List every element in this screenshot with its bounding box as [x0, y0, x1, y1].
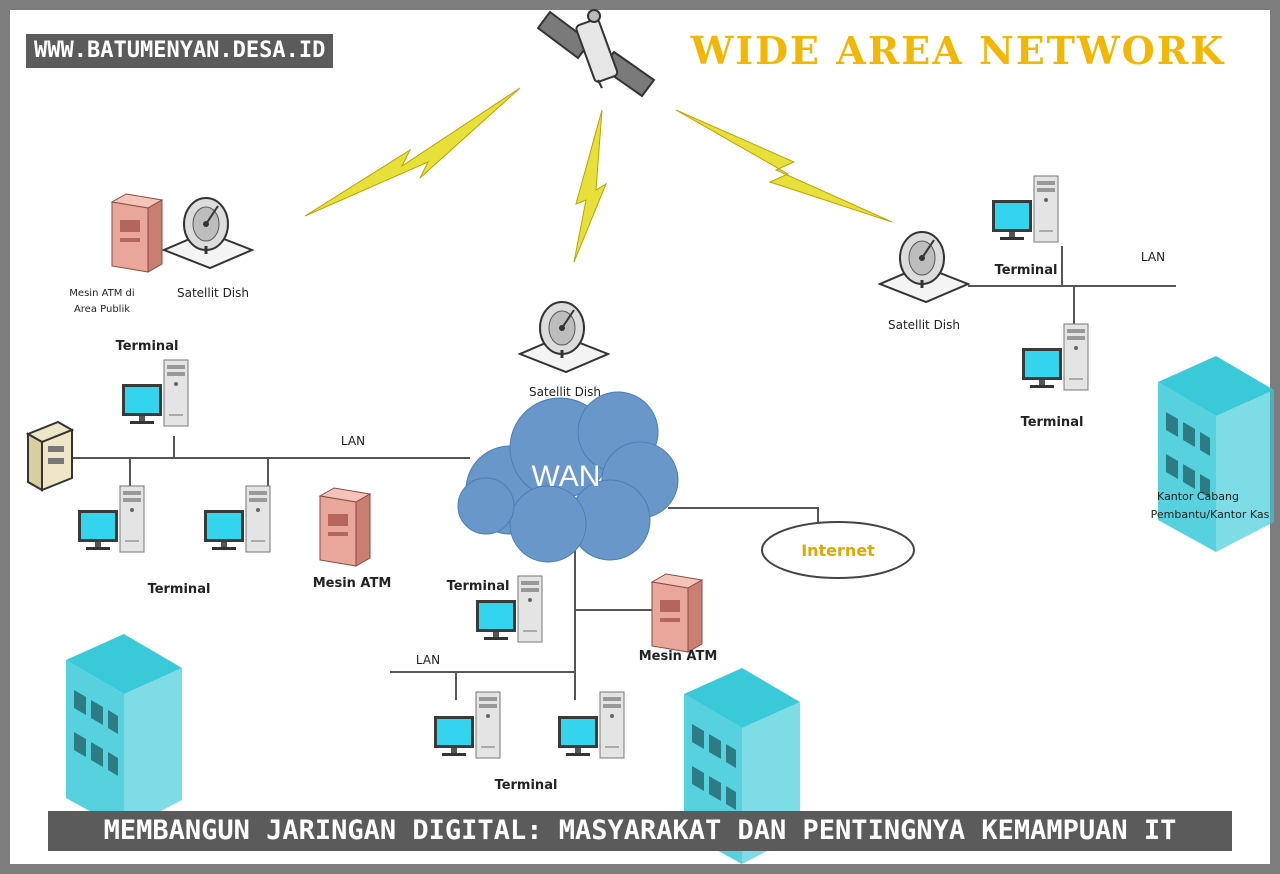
label-terminal-right-top: Terminal: [995, 263, 1058, 278]
internet-label: Internet: [801, 541, 875, 560]
label-dish-right: Satellit Dish: [888, 318, 960, 332]
atm-left-icon: [319, 487, 371, 567]
branch-office-building-icon: [1158, 356, 1274, 552]
terminal-center-a-icon: [433, 691, 501, 759]
caption-banner: MEMBANGUN JARINGAN DIGITAL: MASYARAKAT D…: [48, 811, 1232, 851]
signal-bolt-center: [573, 109, 608, 263]
label-atm-public-line1: Mesin ATM di: [69, 288, 134, 299]
label-terminal-left-top: Terminal: [116, 339, 179, 354]
signal-bolt-left: [304, 87, 521, 217]
satellite-dish-center-icon: [518, 300, 610, 374]
label-terminal-center-bottom: Terminal: [495, 778, 558, 793]
label-terminal-right-bottom: Terminal: [1021, 415, 1084, 430]
label-branch-office-line2: Pembantu/Kantor Kas: [1151, 508, 1270, 521]
label-branch-office-line1: Kantor Cabang: [1157, 490, 1239, 503]
label-atm-center: Mesin ATM: [639, 649, 718, 664]
internet-node: Internet: [761, 521, 915, 579]
site-url-banner: WWW.BATUMENYAN.DESA.ID: [26, 34, 334, 68]
terminal-left-a-icon: [77, 485, 145, 553]
satellite-dish-left-icon: [162, 196, 254, 270]
wan-label: WAN: [532, 460, 601, 493]
label-atm-left: Mesin ATM: [313, 576, 392, 591]
label-lan-left: LAN: [341, 434, 365, 448]
label-dish-left: Satellit Dish: [177, 286, 249, 300]
office-building-left-icon: [66, 634, 182, 830]
label-atm-public-line2: Area Publik: [74, 304, 130, 315]
signal-bolt-right: [675, 109, 893, 223]
terminal-left-b-icon: [203, 485, 271, 553]
atm-public-icon: [111, 193, 163, 273]
terminal-right-top-icon: [991, 175, 1059, 243]
atm-center-icon: [651, 573, 703, 653]
satellite-dish-right-icon: [878, 230, 970, 304]
network-links: [70, 246, 1176, 700]
diagram-title: WIDE AREA NETWORK: [690, 28, 1226, 73]
satellite-icon: [536, 9, 656, 98]
terminal-center-b-icon: [557, 691, 625, 759]
server-icon: [25, 420, 75, 492]
label-dish-center: Satellit Dish: [529, 385, 601, 399]
signal-bolts: [304, 87, 893, 263]
terminal-right-bottom-icon: [1021, 323, 1089, 391]
label-lan-right: LAN: [1141, 250, 1165, 264]
terminal-left-top-icon: [121, 359, 189, 427]
wan-cloud: WAN: [457, 391, 679, 563]
label-terminal-left-bottom: Terminal: [148, 582, 211, 597]
label-lan-center: LAN: [416, 653, 440, 667]
label-terminal-center-top: Terminal: [447, 579, 510, 594]
